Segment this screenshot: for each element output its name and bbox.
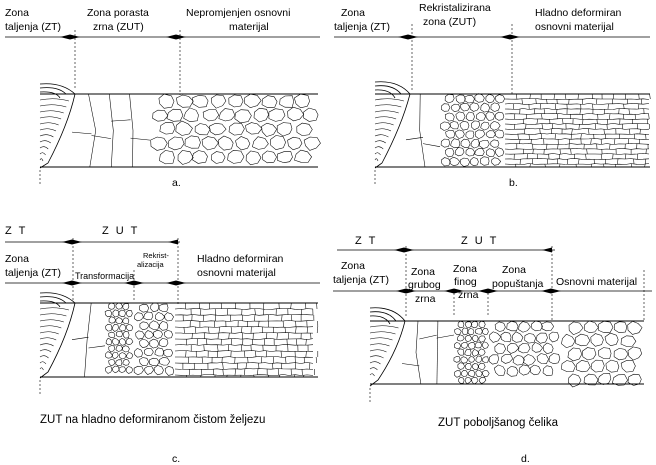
d-grubog-line3: zrna <box>415 293 436 305</box>
panel-d-topaxis: Z T Z U T <box>337 235 555 253</box>
d-finog-line1: Zona <box>453 263 477 275</box>
c-zt-line1: Zona <box>5 253 29 265</box>
panel-c-plate <box>39 292 319 395</box>
panel-a-letter: a. <box>172 177 181 189</box>
panel-c-grains <box>39 302 319 378</box>
c-base-line2: osnovni materijal <box>197 267 276 279</box>
panel-d-caption: ZUT poboljšanog čelika <box>438 417 559 429</box>
d-grubog-line2: grubog <box>408 279 441 291</box>
c-zt-abbr: Z T <box>5 225 27 237</box>
d-grubog-line1: Zona <box>411 266 435 278</box>
a-zut-line1: Zona porasta <box>87 7 149 19</box>
panel-b-labels: Zona taljenja (ZT) Rekristalizirana zona… <box>334 2 622 33</box>
c-zt-line2: taljenja (ZT) <box>5 267 61 279</box>
d-popustanja-line1: Zona <box>502 264 526 276</box>
c-zut-abbr: Z U T <box>102 225 139 237</box>
panel-a-grains <box>39 93 321 168</box>
panel-d-letter: d. <box>521 453 530 465</box>
c-transform-label: Transformacija <box>75 271 134 281</box>
panel-c-letter: c. <box>172 453 180 465</box>
d-zt-line1: Zona <box>341 260 365 272</box>
panel-a-plate <box>39 83 321 185</box>
d-popustanja-line2: popuštanja <box>492 278 544 290</box>
panel-d: Z T Z U T Zona taljenja (ZT) Zona grubog… <box>333 235 652 465</box>
b-zut-line2: zona (ZUT) <box>423 16 476 28</box>
b-zt-line1: Zona <box>341 7 365 19</box>
a-base-line2: materijal <box>229 21 269 33</box>
b-zt-line2: taljenja (ZT) <box>334 21 390 33</box>
d-zt-line2: taljenja (ZT) <box>333 274 389 286</box>
panel-c-caption: ZUT na hladno deformiranom čistom željez… <box>40 414 265 426</box>
panel-a-labels: Zona taljenja (ZT) Zona porasta zrna (ZU… <box>5 7 290 33</box>
panel-b: Zona taljenja (ZT) Rekristalizirana zona… <box>334 2 651 189</box>
panel-b-axis <box>334 24 650 95</box>
c-rekrist-line2: alizacija <box>137 260 165 269</box>
a-zt-line1: Zona <box>5 7 29 19</box>
b-zut-line1: Rekristalizirana <box>419 2 491 14</box>
d-zt-abbr: Z T <box>355 235 377 247</box>
panel-c-labels: Zona taljenja (ZT) Transformacija Rekris… <box>5 238 320 305</box>
d-base-label: Osnovni materijal <box>556 276 637 288</box>
panel-c-topaxis: Z T Z U T <box>5 225 180 245</box>
a-base-line1: Nepromjenjen osnovni <box>186 7 290 19</box>
b-base-line2: osnovni materijal <box>535 21 614 33</box>
d-finog-line3: zrna <box>458 289 479 301</box>
panel-b-plate <box>374 81 651 185</box>
d-zut-abbr: Z U T <box>461 235 498 247</box>
panel-d-grains <box>369 320 643 388</box>
d-finog-line2: finog <box>454 276 477 288</box>
panel-a: Zona taljenja (ZT) Zona porasta zrna (ZU… <box>5 7 321 189</box>
panel-b-grains <box>374 93 651 168</box>
panel-d-labels: Zona taljenja (ZT) Zona grubog zrna Zona… <box>333 246 652 320</box>
b-base-line1: Hladno deformiran <box>535 7 622 19</box>
c-rekrist-line1: Rekrist- <box>143 251 169 260</box>
panel-a-axis <box>5 30 320 95</box>
panel-c: Z T Z U T Zona taljenja (ZT) Transformac… <box>5 225 320 465</box>
c-base-line1: Hladno deformiran <box>197 253 284 265</box>
a-zt-line2: taljenja (ZT) <box>5 21 61 33</box>
a-zut-line2: zrna (ZUT) <box>93 21 144 33</box>
panel-d-plate <box>369 307 644 403</box>
panel-b-letter: b. <box>509 177 518 189</box>
